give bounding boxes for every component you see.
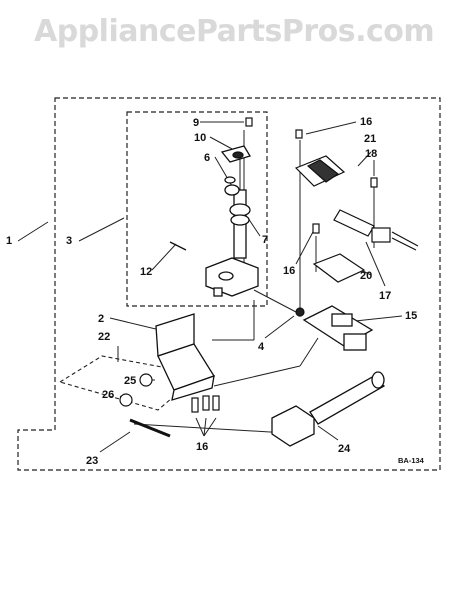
part-bracket — [155, 313, 215, 401]
callout-12: 12 — [140, 266, 152, 278]
callout-22: 22 — [98, 331, 110, 343]
watermark-logo: AppliancePartsPros.com — [34, 14, 435, 49]
callout-3: 3 — [66, 235, 72, 247]
callout-17: 17 — [379, 290, 391, 302]
callout-4: 4 — [258, 341, 265, 353]
callout-1: 1 — [6, 235, 12, 247]
callout-20: 20 — [360, 270, 372, 282]
callout-16-top: 16 — [360, 116, 372, 128]
diagram-code: BA-134 — [398, 456, 425, 465]
callout-16-bottom: 16 — [196, 441, 208, 453]
callout-21: 21 — [364, 133, 376, 145]
callout-26: 26 — [102, 389, 114, 401]
part-valve-body — [169, 145, 259, 297]
callout-6: 6 — [204, 152, 210, 164]
part-igniter — [333, 209, 419, 251]
callout-labels: 1 3 9 10 6 7 12 16 21 18 16 20 17 15 2 2… — [6, 116, 425, 467]
callout-16-mid: 16 — [283, 265, 295, 277]
callout-24: 24 — [338, 443, 351, 455]
part-burner-tube — [271, 371, 386, 447]
callout-25: 25 — [124, 375, 136, 387]
callout-2: 2 — [98, 313, 104, 325]
callout-10: 10 — [194, 132, 206, 144]
callout-18: 18 — [365, 148, 377, 160]
outer-assembly-boundary — [17, 97, 441, 471]
part-screws-top — [245, 117, 378, 234]
callout-15: 15 — [405, 310, 417, 322]
callout-23: 23 — [86, 455, 98, 467]
part-fasteners-bottom — [119, 307, 305, 438]
part-igniter-bracket — [294, 155, 366, 283]
inner-assembly-boundary — [126, 111, 268, 307]
callout-9: 9 — [193, 117, 199, 129]
part-burner-head — [302, 305, 374, 351]
callout-7: 7 — [262, 234, 268, 246]
